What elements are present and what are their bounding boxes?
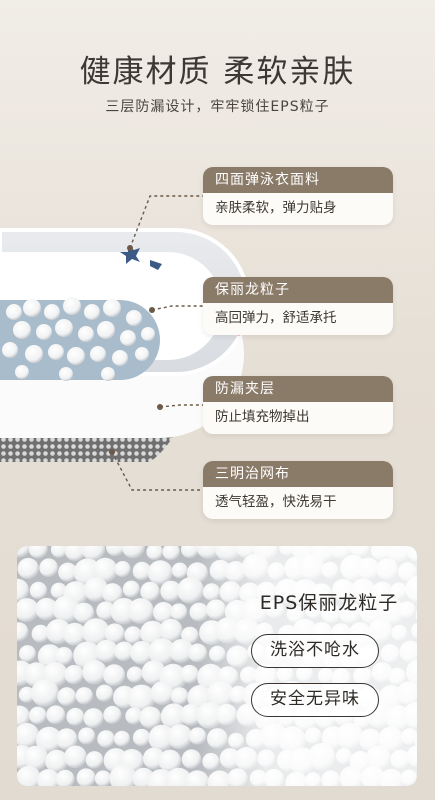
page-subtitle: 三层防漏设计，牢牢锁住EPS粒子 <box>105 99 330 115</box>
callout-title: 保丽龙粒子 <box>203 277 393 303</box>
callout-beads: 保丽龙粒子 高回弹力，舒适承托 <box>203 277 393 335</box>
eps-beads-card: EPS保丽龙粒子 洗浴不呛水 安全无异味 <box>17 546 417 786</box>
badge-odorless: 安全无异味 <box>251 683 379 717</box>
callout-leakproof: 防漏夹层 防止填充物掉出 <box>203 376 393 434</box>
callout-title: 防漏夹层 <box>203 376 393 402</box>
callout-desc: 透气轻盈，快洗易干 <box>215 494 337 510</box>
callout-desc: 高回弹力，舒适承托 <box>215 310 337 326</box>
fabric-star-print <box>150 260 162 270</box>
callout-title: 四面弹泳衣面料 <box>203 167 393 193</box>
fabric-star-print <box>120 246 140 264</box>
callout-mesh: 三明治网布 透气轻盈，快洗易干 <box>203 461 393 519</box>
eps-label: EPS保丽龙粒子 <box>259 592 399 614</box>
bead-cluster <box>2 297 155 381</box>
page-title: 健康材质 柔软亲肤 <box>79 54 356 90</box>
callout-fabric: 四面弹泳衣面料 亲肤柔软，弹力贴身 <box>203 167 393 225</box>
callout-desc: 亲肤柔软，弹力贴身 <box>215 200 337 216</box>
product-layer-illustration <box>0 228 250 462</box>
badge-no-choking: 洗浴不呛水 <box>251 634 379 668</box>
callout-title: 三明治网布 <box>203 461 393 487</box>
eps-beads-photo <box>17 546 417 786</box>
callout-desc: 防止填充物掉出 <box>215 409 310 425</box>
